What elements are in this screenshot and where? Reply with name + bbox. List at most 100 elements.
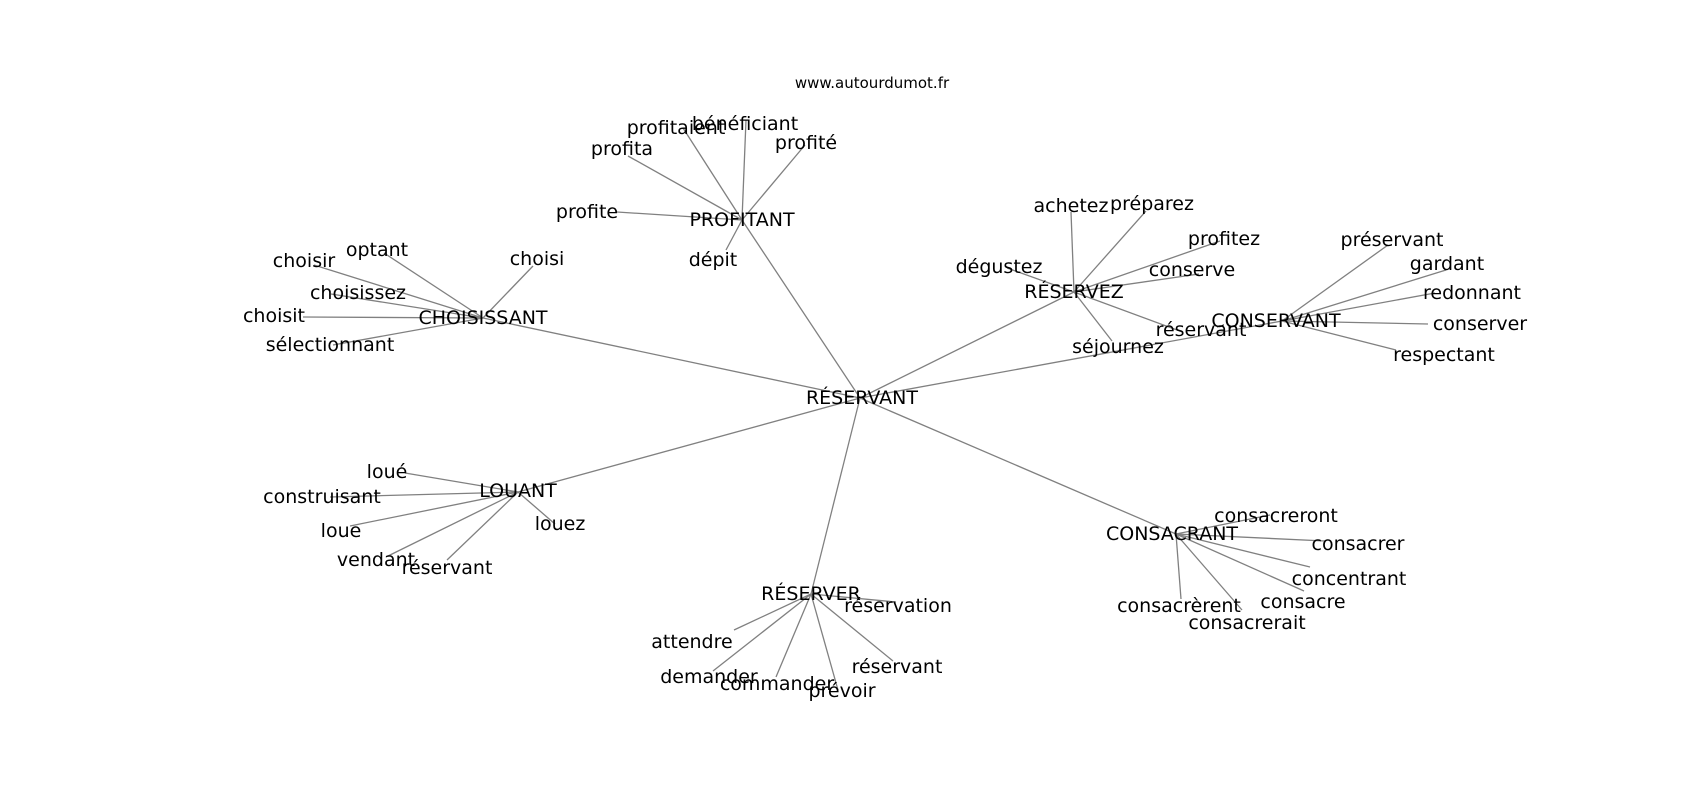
edge-reserver-leaf-1 [733,593,812,631]
leaf-node-consacrant-3: consacre [1260,591,1345,613]
leaf-node-reserver-0: réservation [844,595,952,617]
leaf-node-reserver-4: prévoir [808,680,875,702]
edge-center-conservant [859,320,1283,399]
leaf-node-conservant-1: gardant [1410,253,1484,275]
leaf-node-reservez-3: dégustez [956,256,1043,278]
leaf-node-choisissant-5: sélectionnant [266,334,395,356]
edge-choisissant-leaf-4 [302,316,484,319]
leaf-node-conservant-4: respectant [1393,344,1495,366]
edge-reservez-leaf-6 [1073,291,1178,331]
edge-consacrant-leaf-5 [1175,533,1243,611]
edge-reservez-leaf-3 [1006,267,1075,293]
hub-node-reservez: RÉSERVEZ [1024,280,1123,303]
edge-conservant-leaf-0 [1281,244,1389,322]
edge-center-profitant [741,219,861,399]
edge-center-louant [517,397,861,493]
edge-consacrant-leaf-4 [1175,533,1182,600]
leaf-node-reserver-2: demander [660,666,758,688]
hub-node-reserver: RÉSERVER [761,582,861,605]
leaf-node-reservez-6: réservant [1156,319,1247,341]
hub-node-consacrant: CONSACRANT [1106,523,1238,545]
edge-reservez-leaf-1 [1073,210,1147,293]
leaf-node-reserver-5: réservant [852,656,943,678]
leaf-node-consacrant-1: consacrer [1312,533,1405,555]
edge-reserver-leaf-0 [810,593,897,603]
edge-profitant-leaf-2 [741,119,747,221]
edge-louant-leaf-1 [329,491,519,498]
leaf-node-conservant-0: préservant [1341,229,1444,251]
hub-node-profitant: PROFITANT [689,209,794,231]
edge-conservant-leaf-1 [1281,269,1447,322]
edge-reservez-leaf-2 [1073,240,1221,293]
leaf-node-louant-2: loue [321,520,362,542]
edge-reservez-leaf-4 [1073,273,1200,293]
graph-labels: RÉSERVANT PROFITANT profitaprofitaientbéné… [243,113,1527,702]
edge-profitant-leaf-3 [741,144,806,221]
edge-reserver-leaf-2 [712,593,812,672]
leaf-node-profitant-0: profita [591,138,653,160]
edge-conservant-leaf-2 [1281,292,1436,322]
leaf-node-consacrant-0: consacreront [1214,505,1338,527]
edge-profitant-leaf-5 [725,219,743,251]
edge-reserver-leaf-4 [810,593,839,691]
site-url: www.autourdumot.fr [795,74,950,92]
edge-choisissant-leaf-1 [383,252,484,319]
edge-profitant-leaf-1 [682,127,743,221]
leaf-node-reservez-4: conserve [1149,259,1235,281]
leaf-node-louant-3: vendant [337,549,415,571]
leaf-node-consacrant-4: consacrèrent [1117,595,1241,617]
leaf-node-reserver-1: attendre [651,631,732,653]
leaf-node-reservez-2: profitez [1188,228,1260,250]
hub-node-louant: LOUANT [479,480,557,502]
edge-louant-leaf-2 [349,491,519,527]
edge-center-consacrant [859,397,1177,535]
leaf-node-reservez-5: séjournez [1072,336,1164,358]
edge-center-reserver [810,397,861,595]
edge-center-choisissant [482,317,861,399]
leaf-node-profitant-3: profité [775,132,837,154]
edge-consacrant-leaf-2 [1175,533,1311,568]
edge-louant-leaf-5 [517,491,556,525]
leaf-node-reserver-3: commander [720,673,835,695]
leaf-node-consacrant-2: concentrant [1292,568,1407,590]
hub-node-choisissant: CHOISISSANT [418,307,547,329]
graph-edges [302,119,1447,691]
edge-choisissant-leaf-5 [332,317,484,346]
leaf-node-profitant-2: bénéficiant [692,113,798,135]
edge-louant-leaf-0 [404,472,519,493]
hub-node-conservant: CONSERVANT [1211,310,1341,332]
leaf-node-conservant-3: conserver [1433,313,1527,335]
edge-reservez-leaf-5 [1073,291,1113,342]
leaf-node-louant-1: construisant [263,486,381,508]
leaf-node-choisissant-1: optant [346,239,408,261]
center-node-label: RÉSERVANT [806,386,918,409]
leaf-node-conservant-2: redonnant [1423,282,1521,304]
leaf-node-profitant-1: profitaient [627,117,726,139]
leaf-node-profitant-5: dépit [689,249,738,271]
edge-reserver-leaf-5 [810,593,894,662]
leaf-node-consacrant-5: consacrerait [1188,612,1305,634]
edge-choisissant-leaf-3 [330,293,484,319]
leaf-node-reservez-1: préparez [1110,193,1194,215]
leaf-node-profitant-4: profite [556,201,618,223]
edge-consacrant-leaf-0 [1175,514,1271,535]
leaf-node-choisissant-3: choisissez [310,282,406,304]
edge-consacrant-leaf-1 [1175,533,1326,542]
edge-choisissant-leaf-0 [313,264,484,319]
leaf-node-louant-5: louez [535,513,586,535]
edge-louant-leaf-4 [446,491,519,561]
edge-louant-leaf-3 [387,491,519,557]
leaf-node-louant-4: réservant [402,557,493,579]
leaf-node-reservez-0: achetez [1034,195,1109,217]
edge-center-reservez [859,291,1075,399]
leaf-node-choisissant-0: choisir [273,250,336,272]
leaf-node-choisissant-2: choisi [510,248,565,270]
leaf-node-louant-0: loué [367,461,408,483]
edge-conservant-leaf-3 [1281,320,1429,325]
edge-profitant-leaf-0 [627,155,743,221]
edge-choisissant-leaf-2 [482,265,534,319]
edge-profitant-leaf-4 [616,211,743,221]
edge-conservant-leaf-4 [1281,320,1397,351]
leaf-node-choisissant-4: choisit [243,305,305,327]
